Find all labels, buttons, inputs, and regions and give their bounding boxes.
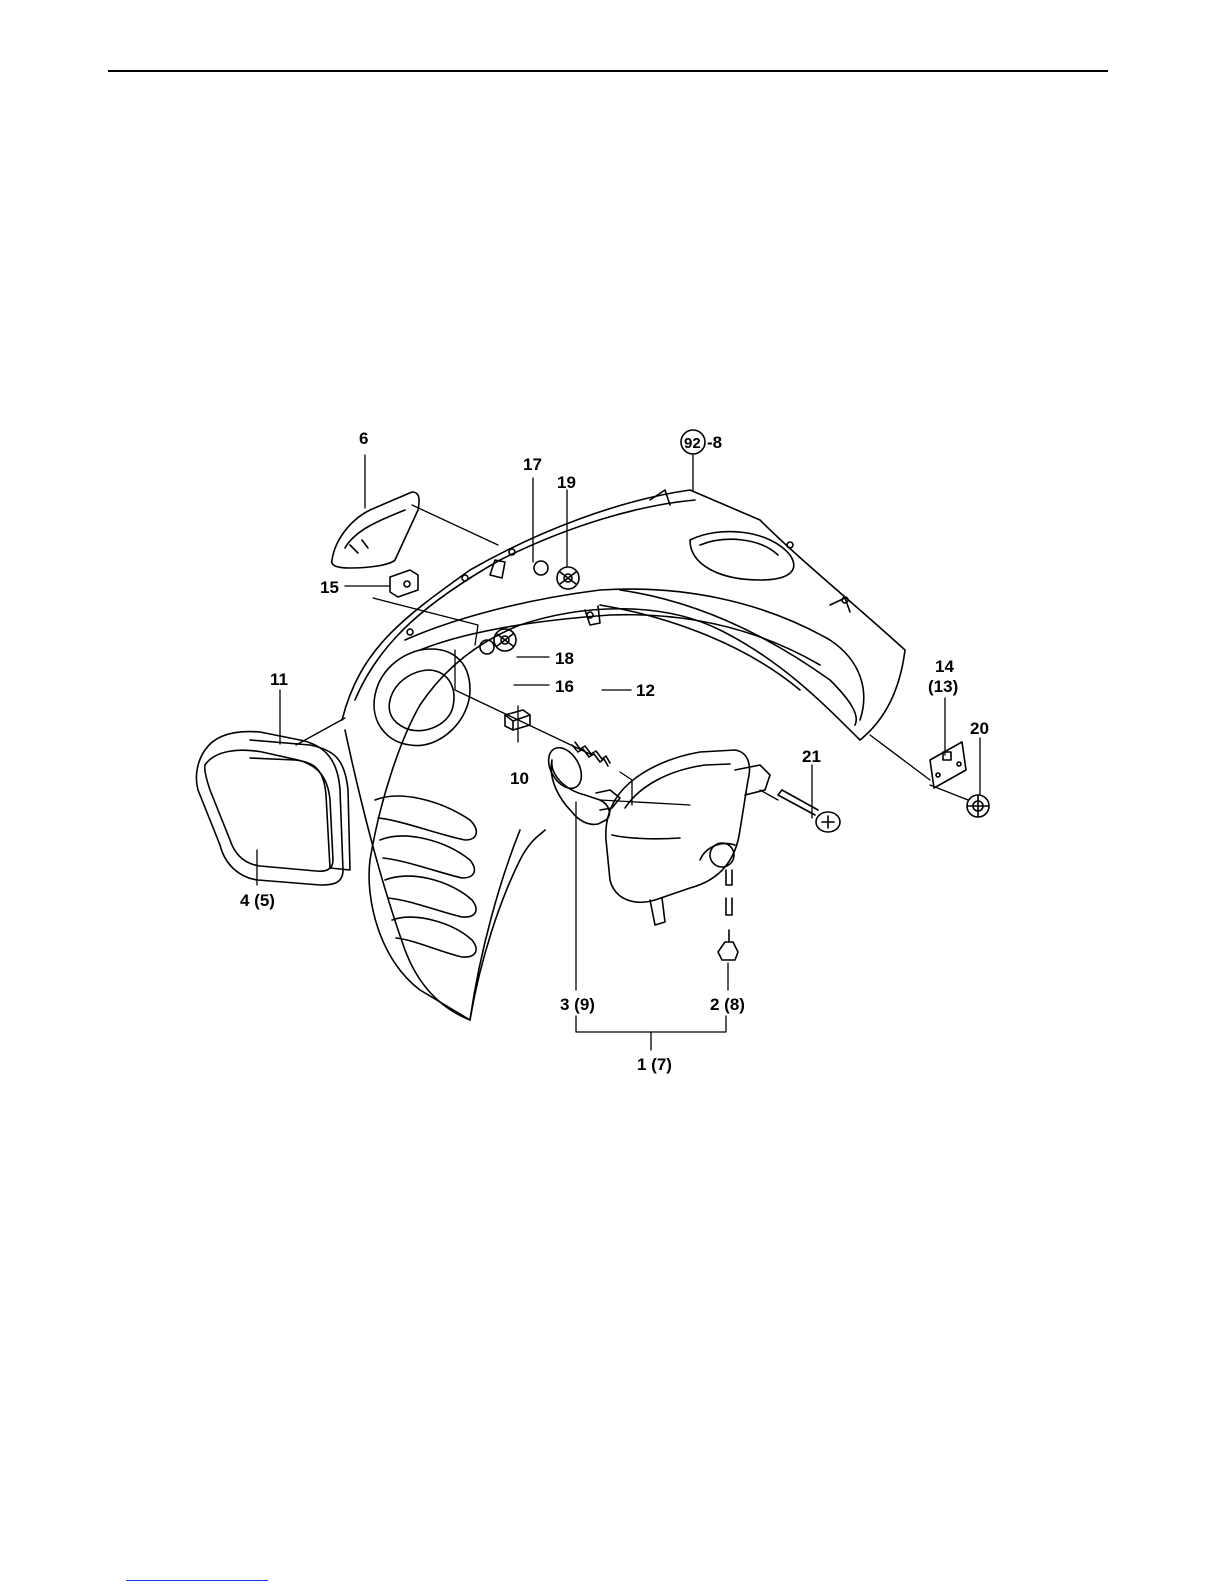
part-15-clip xyxy=(390,570,418,597)
footer-link-underline[interactable] xyxy=(126,1580,268,1581)
part-3-bulb xyxy=(542,742,620,824)
part-17-grommet xyxy=(534,561,548,575)
callout-4: 4 (5) xyxy=(240,891,275,910)
part-20-grommet xyxy=(967,795,989,817)
callout-14: 14 xyxy=(935,657,954,676)
part-11-gasket xyxy=(250,740,350,870)
callout-12: 12 xyxy=(636,681,655,700)
callout-18: 18 xyxy=(555,649,574,668)
part-1-signal-housing xyxy=(606,750,770,925)
callout-20: 20 xyxy=(970,719,989,738)
callout-21: 21 xyxy=(802,747,821,766)
callout-11: 11 xyxy=(270,670,288,689)
callout-10: 10 xyxy=(510,769,529,788)
part-21-screw xyxy=(778,790,840,832)
callout-16: 16 xyxy=(555,677,574,696)
callout-17: 17 xyxy=(523,455,542,474)
callout-19: 19 xyxy=(557,473,576,492)
callout-2: 2 (8) xyxy=(710,995,745,1014)
part-4-headlight-lens xyxy=(196,732,343,885)
callout-1: 1 (7) xyxy=(637,1055,672,1074)
part-14-plate xyxy=(930,742,966,788)
part-2-socket xyxy=(718,870,738,960)
callout-92: 92 xyxy=(684,435,701,452)
callout-13: (13) xyxy=(928,677,958,696)
callout-3: 3 (9) xyxy=(560,995,595,1014)
callout-15: 15 xyxy=(320,578,339,597)
callout-92-suffix: -8 xyxy=(707,433,722,452)
callout-6: 6 xyxy=(359,429,368,448)
part-19-grommet xyxy=(557,567,579,589)
part-6-lens xyxy=(332,492,419,568)
